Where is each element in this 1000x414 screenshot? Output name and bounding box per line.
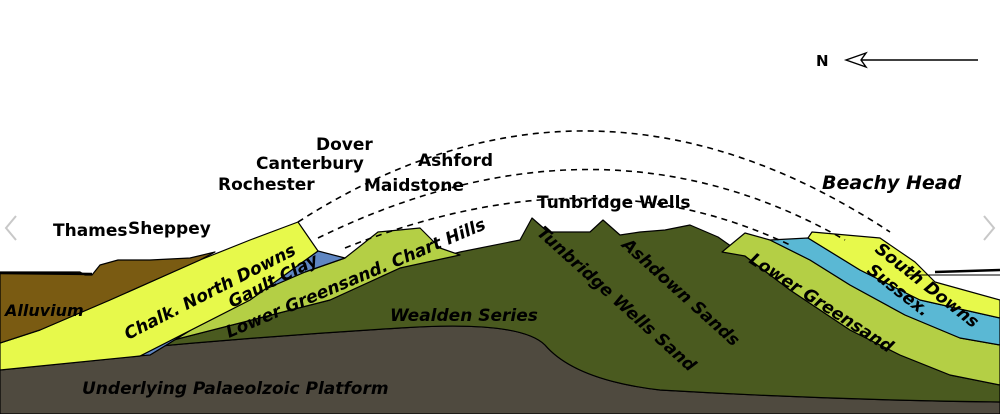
label-sheppey: Sheppey: [128, 219, 211, 239]
label-maidstone: Maidstone: [364, 176, 464, 196]
thames-surface-line: [0, 271, 93, 276]
channel-surface-line: [934, 268, 1000, 274]
next-arrow-icon[interactable]: [983, 215, 996, 241]
label-canterbury: Canterbury: [256, 154, 364, 174]
compass-label: N: [816, 52, 829, 70]
chalk-south-downs-layer: [807, 231, 1000, 319]
eroded-gault-arc: [317, 168, 846, 241]
label-tunbridge-wells: Tunbridge Wells: [537, 193, 691, 213]
label-wealden-series: Wealden Series: [390, 306, 538, 326]
label-palaeozoic-platform: Underlying Palaeolzoic Platform: [82, 379, 389, 399]
eroded-greensand-arc: [344, 197, 791, 249]
label-dover: Dover: [316, 135, 373, 155]
previous-arrow-icon[interactable]: [4, 215, 17, 241]
north-arrow-icon: [843, 51, 868, 69]
eroded-chalk-arc: [297, 130, 891, 233]
label-alluvium: Alluvium: [3, 301, 84, 320]
label-beachy-head: Beachy Head: [822, 172, 962, 194]
label-thames: Thames: [53, 221, 128, 241]
label-rochester: Rochester: [218, 175, 315, 195]
label-ashford: Ashford: [418, 151, 493, 171]
